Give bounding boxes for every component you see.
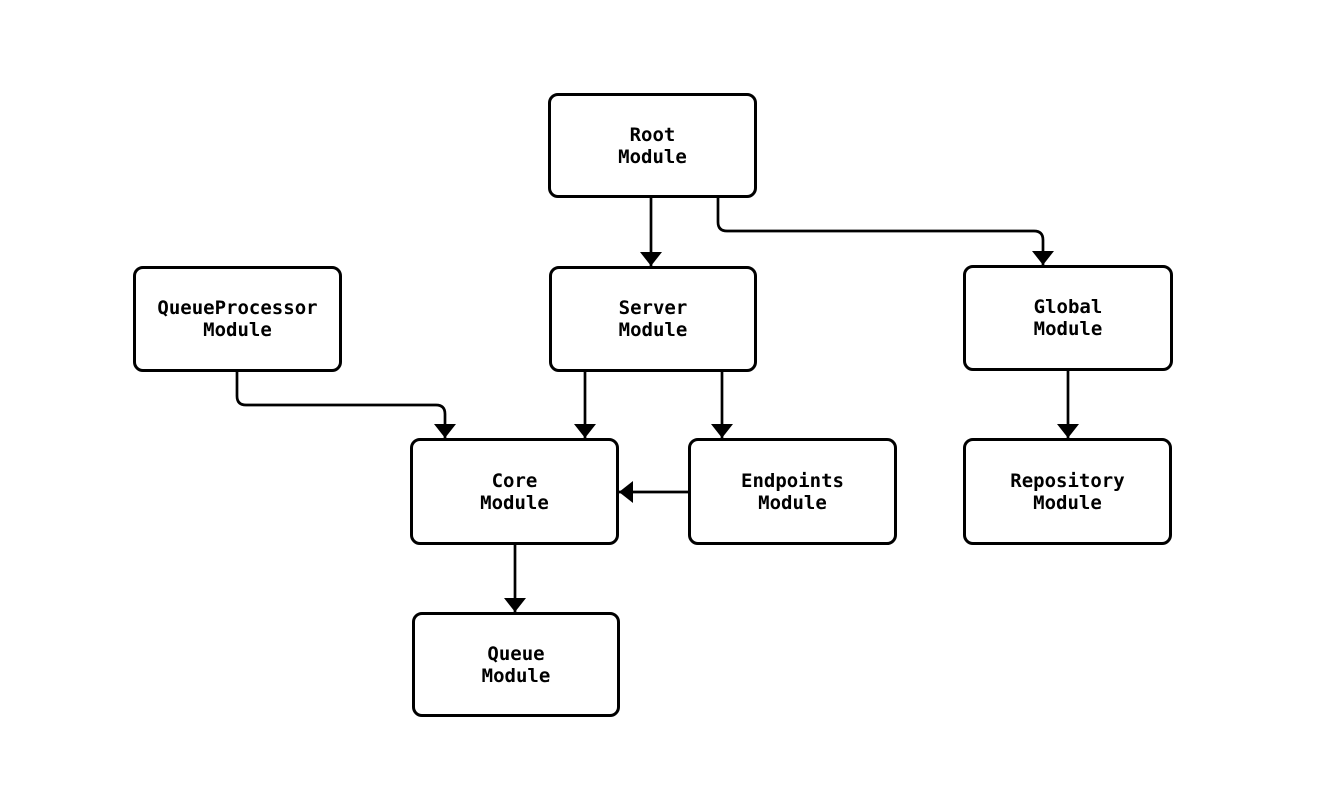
node-endpoints: Endpoints Module bbox=[688, 438, 897, 545]
edge-root-to-global bbox=[716, 198, 1054, 265]
node-global: Global Module bbox=[963, 265, 1173, 371]
node-label-global: Global Module bbox=[1033, 296, 1103, 340]
node-label-queue: Queue Module bbox=[481, 642, 551, 687]
node-server: Server Module bbox=[549, 266, 757, 372]
node-root: Root Module bbox=[548, 93, 757, 198]
node-label-repository: Repository Module bbox=[1010, 469, 1125, 514]
node-core: Core Module bbox=[410, 438, 619, 545]
node-label-root: Root Module bbox=[618, 123, 687, 168]
edge-queueprocessor-to-core bbox=[235, 372, 456, 438]
node-label-endpoints: Endpoints Module bbox=[741, 469, 844, 514]
node-label-server: Server Module bbox=[618, 297, 688, 341]
node-label-queueprocessor: QueueProcessor Module bbox=[157, 297, 318, 341]
node-queueprocessor: QueueProcessor Module bbox=[133, 266, 342, 372]
node-label-core: Core Module bbox=[480, 469, 549, 514]
node-queue: Queue Module bbox=[412, 612, 620, 717]
node-repository: Repository Module bbox=[963, 438, 1172, 545]
